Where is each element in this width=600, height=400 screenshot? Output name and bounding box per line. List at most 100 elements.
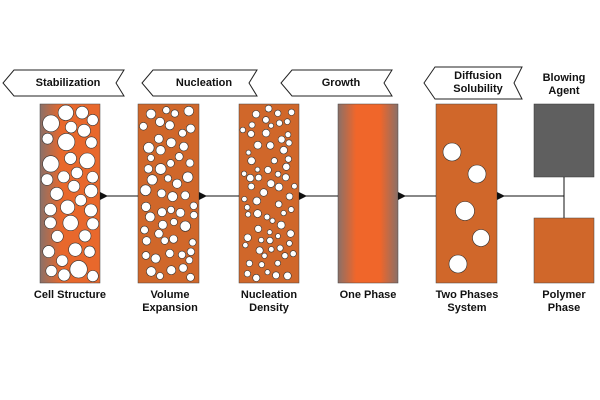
nucleation-bubble <box>259 188 268 197</box>
nucleation-bubble <box>275 200 283 208</box>
nucleation-bubble <box>245 149 252 156</box>
nucleation-bubble <box>263 213 271 221</box>
volume-bubble <box>186 247 195 256</box>
volume-bubble <box>188 238 197 247</box>
nucleation-bubble <box>284 155 292 163</box>
volume-bubble <box>154 229 164 239</box>
banner-stabilization-label: Stabilization <box>35 77 101 89</box>
volume-bubble <box>185 256 194 265</box>
volume-bubble <box>189 201 198 210</box>
two-phase-bubble <box>467 164 487 184</box>
volume-bubble <box>160 236 169 245</box>
cell-structure-label: Cell Structure <box>33 289 107 301</box>
nucleation-bubble <box>261 252 268 259</box>
volume-bubble <box>182 171 194 183</box>
volume-bubble <box>155 163 167 175</box>
cell-bubble <box>42 155 60 173</box>
banner-diffusion <box>423 66 523 100</box>
volume-bubble <box>174 152 184 161</box>
nucleation-bubble <box>243 233 252 242</box>
nucleation-bubble <box>254 225 263 233</box>
nucleation-bubble <box>246 174 255 183</box>
nucleation-bubble <box>289 250 297 258</box>
cell-bubble <box>41 132 54 145</box>
nucleation-bubble <box>277 135 286 144</box>
volume-bubble <box>145 211 156 222</box>
nucleation-bubble <box>280 210 287 217</box>
volume-bubble <box>147 154 155 162</box>
volume-bubble <box>157 207 167 217</box>
cell-bubble <box>86 270 99 282</box>
nucleation-bubble <box>283 271 292 281</box>
volume-bubble <box>155 145 166 156</box>
nucleation-bubble <box>264 166 272 174</box>
cell-bubble <box>75 105 89 120</box>
cell-bubble <box>70 166 83 179</box>
nucleation-bubble <box>272 271 280 280</box>
volume-bubble <box>146 174 158 186</box>
volume-bubble <box>178 129 187 138</box>
volume-bubble <box>164 174 172 183</box>
one-phase-label: One Phase <box>339 289 397 301</box>
two-phase-bubble <box>472 229 490 247</box>
banner-diffusion-label: Diffusion Solubility <box>453 70 503 95</box>
volume-bubble <box>183 105 194 117</box>
nucleation-bubble <box>247 156 256 165</box>
nucleation-bubble <box>266 141 275 150</box>
banner-growth <box>280 69 393 97</box>
volume-bubble <box>186 273 195 282</box>
banner-nucleation-label: Nucleation <box>175 77 233 89</box>
nucleation-bubble <box>276 244 284 252</box>
cell-bubble <box>40 173 54 186</box>
nucleation-density-label: Nucleation Density <box>240 289 298 314</box>
blowing-agent-label: Blowing Agent <box>542 72 586 97</box>
nucleation-bubble <box>268 246 275 253</box>
cell-bubble <box>62 215 79 232</box>
nucleation-bubble <box>243 270 251 278</box>
two-phases-block <box>435 103 498 284</box>
cell-bubble <box>85 136 98 149</box>
volume-bubble <box>140 225 149 235</box>
two-phase-bubble <box>448 254 468 274</box>
volume-bubble <box>166 137 177 148</box>
nucleation-bubble <box>262 116 270 124</box>
volume-bubble <box>172 178 182 189</box>
polymer-phase-label: Polymer Phase <box>542 289 586 314</box>
nucleation-bubble <box>253 209 262 218</box>
one-phase-block <box>337 103 399 284</box>
cell-bubble <box>74 194 87 207</box>
nucleation-bubble <box>241 170 247 177</box>
nucleation-bubble <box>239 126 246 134</box>
cell-bubble <box>86 114 99 126</box>
nucleation-bubble <box>286 229 295 238</box>
two-phases-system-label: Two Phases System <box>435 289 499 314</box>
cell-bubble <box>42 245 56 258</box>
nucleation-bubble <box>275 119 283 127</box>
volume-bubble <box>139 122 148 131</box>
volume-bubble <box>145 108 157 120</box>
banner-growth-label: Growth <box>321 77 361 89</box>
polymer-phase-block <box>533 217 595 284</box>
volume-expansion-bubbles <box>139 105 198 282</box>
two-phases-bubbles <box>442 142 490 274</box>
cell-bubble <box>57 170 70 184</box>
volume-bubble <box>150 253 161 264</box>
volume-bubble <box>169 218 178 226</box>
nucleation-bubble <box>281 252 289 260</box>
volume-bubble <box>166 159 175 168</box>
cell-bubble <box>69 260 88 279</box>
nucleation-bubble <box>255 174 263 182</box>
nucleation-bubble <box>255 246 264 255</box>
nucleation-bubble <box>252 273 261 282</box>
volume-bubble <box>156 272 164 280</box>
nucleation-bubble <box>284 118 291 125</box>
volume-bubble <box>143 142 155 154</box>
nucleation-bubble <box>275 233 281 239</box>
nucleation-bubble <box>245 259 253 267</box>
volume-bubble <box>179 220 191 232</box>
nucleation-bubble <box>274 171 282 178</box>
volume-bubble <box>167 191 178 202</box>
volume-bubble <box>165 248 175 258</box>
cell-bubble <box>79 152 96 169</box>
